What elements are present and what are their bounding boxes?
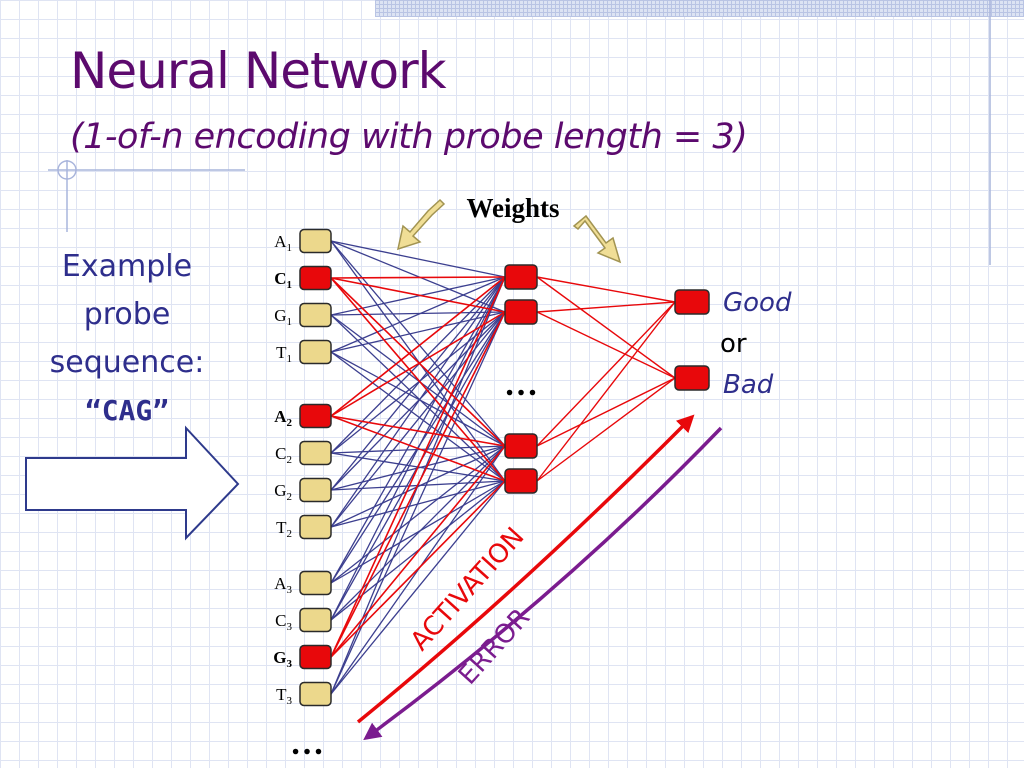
hidden-node (504, 299, 538, 325)
connection-line (536, 301, 676, 482)
connection-line (330, 276, 506, 353)
connection-line (330, 276, 506, 279)
hidden-node (504, 433, 538, 459)
connection-line (330, 415, 506, 482)
connection-line (536, 311, 676, 379)
error-arrow (363, 426, 723, 741)
connection-line (330, 311, 506, 658)
input-node (299, 440, 332, 466)
connection-line (330, 415, 506, 447)
example-sequence: “CAG” (84, 394, 170, 427)
connection-line (536, 276, 676, 303)
connection-line (330, 277, 506, 482)
input-node-label: T1 (276, 343, 292, 365)
connection-line (330, 277, 506, 447)
hidden-output-connections (536, 276, 676, 482)
input-node-label: T2 (276, 518, 292, 540)
slide-decoration (48, 0, 991, 265)
output-layer (674, 289, 710, 391)
input-node (299, 644, 332, 670)
input-node-label: C1 (274, 269, 292, 291)
connection-line (330, 311, 506, 417)
connection-line (536, 276, 676, 379)
weights-label: Weights (466, 193, 559, 223)
connection-line (330, 276, 506, 417)
output-or-label: or (720, 329, 747, 359)
example-line-3: sequence: (49, 345, 205, 380)
input-node-label: A3 (274, 574, 292, 596)
connection-line (330, 240, 506, 278)
input-node-label: C2 (275, 444, 292, 466)
input-node-label: A1 (274, 232, 292, 254)
connection-line (330, 276, 506, 491)
weights-arrow-right-icon (572, 214, 622, 264)
input-node-label: G3 (273, 648, 292, 670)
connection-line (536, 301, 676, 313)
connection-line (330, 351, 506, 447)
hollow-right-arrow-icon (25, 425, 240, 541)
connection-line (330, 276, 506, 658)
hidden-node (504, 264, 538, 290)
output-good-label: Good (723, 288, 792, 318)
connection-line (330, 276, 506, 584)
input-node (299, 607, 332, 633)
input-node (299, 681, 332, 707)
input-node (299, 302, 332, 328)
slide-title: Neural Network (70, 42, 447, 100)
hidden-layer (504, 264, 538, 494)
example-line-2: probe (83, 297, 171, 332)
connection-line (330, 351, 506, 482)
hidden-node (504, 468, 538, 494)
input-node-label: G1 (274, 306, 292, 328)
connection-line (536, 377, 676, 482)
input-node-label: T3 (276, 685, 292, 707)
connection-line (536, 301, 676, 447)
input-node (299, 514, 332, 540)
output-node (674, 289, 710, 315)
example-line-1: Example (61, 249, 193, 284)
connection-line (330, 445, 506, 658)
connection-line (330, 276, 506, 316)
connection-line (536, 377, 676, 447)
connection-line (330, 480, 506, 695)
connection-line (330, 480, 506, 584)
connection-line (330, 445, 506, 584)
input-node-label: C3 (275, 611, 292, 633)
output-node (674, 365, 710, 391)
weights-arrow-left-icon (396, 198, 446, 251)
connection-line (330, 240, 506, 447)
error-label: ERROR (453, 603, 536, 691)
input-node (299, 339, 332, 365)
active-input-connections (330, 276, 506, 658)
input-node (299, 228, 332, 254)
connection-line (330, 276, 506, 528)
input-node (299, 570, 332, 596)
input-ellipsis: … (290, 725, 324, 762)
connection-line (330, 311, 506, 695)
top-decoration-band (375, 0, 1024, 17)
input-node (299, 403, 332, 429)
input-node (299, 477, 332, 503)
connection-line (330, 277, 506, 313)
slide-subtitle: (1-of-n encoding with probe length = 3) (70, 117, 748, 157)
output-bad-label: Bad (723, 370, 774, 400)
activation-arrow (356, 414, 695, 724)
example-probe-text: Example probe sequence: “CAG” (22, 243, 232, 435)
connection-line (330, 445, 506, 621)
hidden-ellipsis: … (504, 366, 538, 403)
input-node-label: A2 (274, 407, 292, 429)
input-node-label: G2 (274, 481, 292, 503)
input-node (299, 265, 332, 291)
connection-line (330, 480, 506, 658)
